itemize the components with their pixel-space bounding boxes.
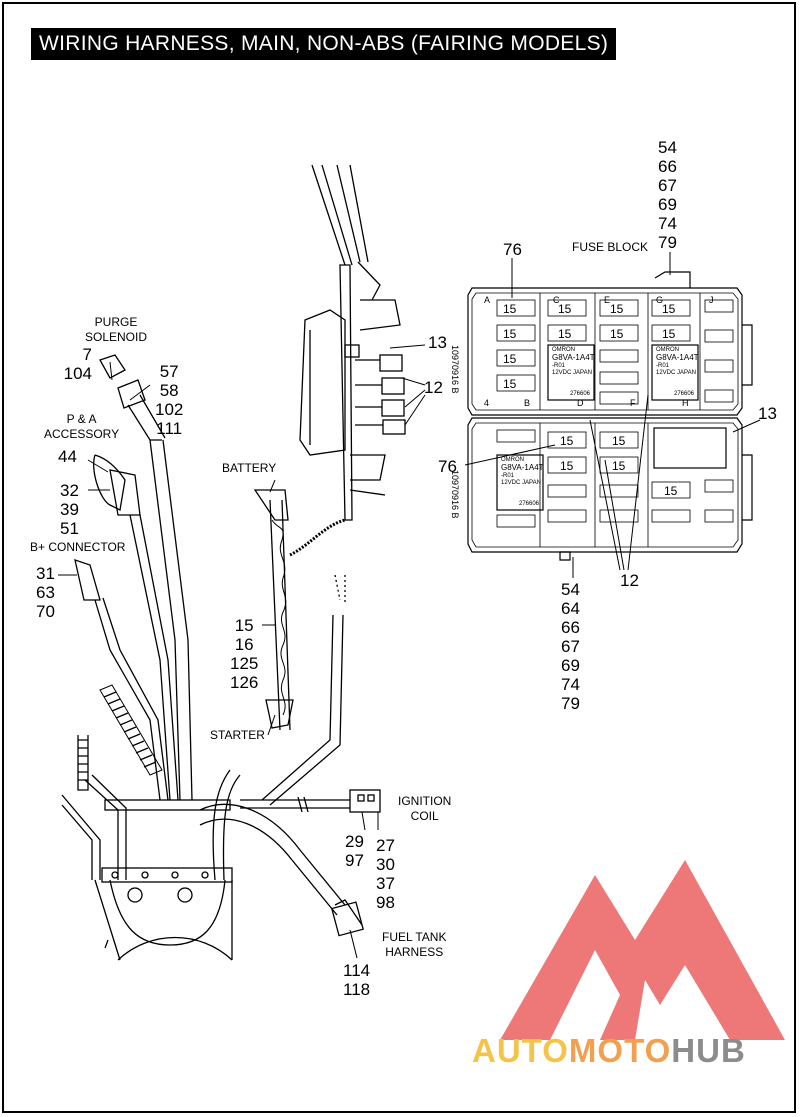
fuse-label: 15 (503, 327, 517, 341)
column-letter: J (709, 295, 714, 305)
fuse-label: 15 (612, 459, 626, 473)
callout-pa-a: 44 (58, 447, 77, 466)
fuse-label: 15 (610, 302, 624, 316)
fuse-label: 15 (560, 434, 574, 448)
column-letter: G (656, 295, 664, 305)
label-starter: STARTER (210, 728, 265, 742)
page-title: WIRING HARNESS, MAIN, NON-ABS (FAIRING M… (31, 28, 617, 60)
label-bplus-connector: B+ CONNECTOR (30, 540, 126, 554)
fuse-label: 15 (612, 434, 626, 448)
column-letter: A (484, 295, 491, 305)
callout-12-right: 12 (620, 571, 639, 590)
fuse-label: 15 (558, 302, 572, 316)
callout-76-top: 76 (503, 240, 522, 259)
label-purge-solenoid: PURGE SOLENOID (85, 315, 148, 344)
column-letter: F (630, 398, 636, 408)
part-number: 10970916 B (450, 470, 460, 519)
column-letter: H (682, 398, 689, 408)
fuse-label: 15 (560, 459, 574, 473)
column-letter: C (553, 295, 560, 305)
column-letter: E (604, 295, 611, 305)
fuse-label: 15 (503, 302, 517, 316)
callout-12-left: 12 (424, 378, 443, 397)
fuse-label: 15 (558, 327, 572, 341)
callout-13-left: 13 (428, 333, 447, 352)
label-ignition-coil: IGNITION COIL (398, 794, 452, 823)
fuse-label: 15 (662, 302, 676, 316)
watermark-text: AUTOMOTOHUB (472, 1032, 746, 1069)
part-number: 10970916 B (450, 345, 460, 394)
column-letter: 4 (484, 398, 490, 408)
callout-76-left: 76 (438, 457, 457, 476)
fuse-label: 15 (664, 484, 678, 498)
fuse-label: 15 (662, 327, 676, 341)
label-battery: BATTERY (222, 461, 277, 475)
fuse-label: 15 (503, 352, 517, 366)
label-fuel-tank-harness: FUEL TANK HARNESS (382, 930, 447, 959)
fuse-label: 15 (503, 377, 517, 391)
column-letter: B (524, 398, 531, 408)
label-pa-accessory: P & A ACCESSORY (44, 412, 120, 441)
callout-13-right: 13 (758, 404, 777, 423)
column-letter: D (577, 398, 584, 408)
label-fuse-block: FUSE BLOCK (572, 240, 649, 254)
watermark-logo (500, 860, 785, 1040)
fuse-label: 15 (610, 327, 624, 341)
